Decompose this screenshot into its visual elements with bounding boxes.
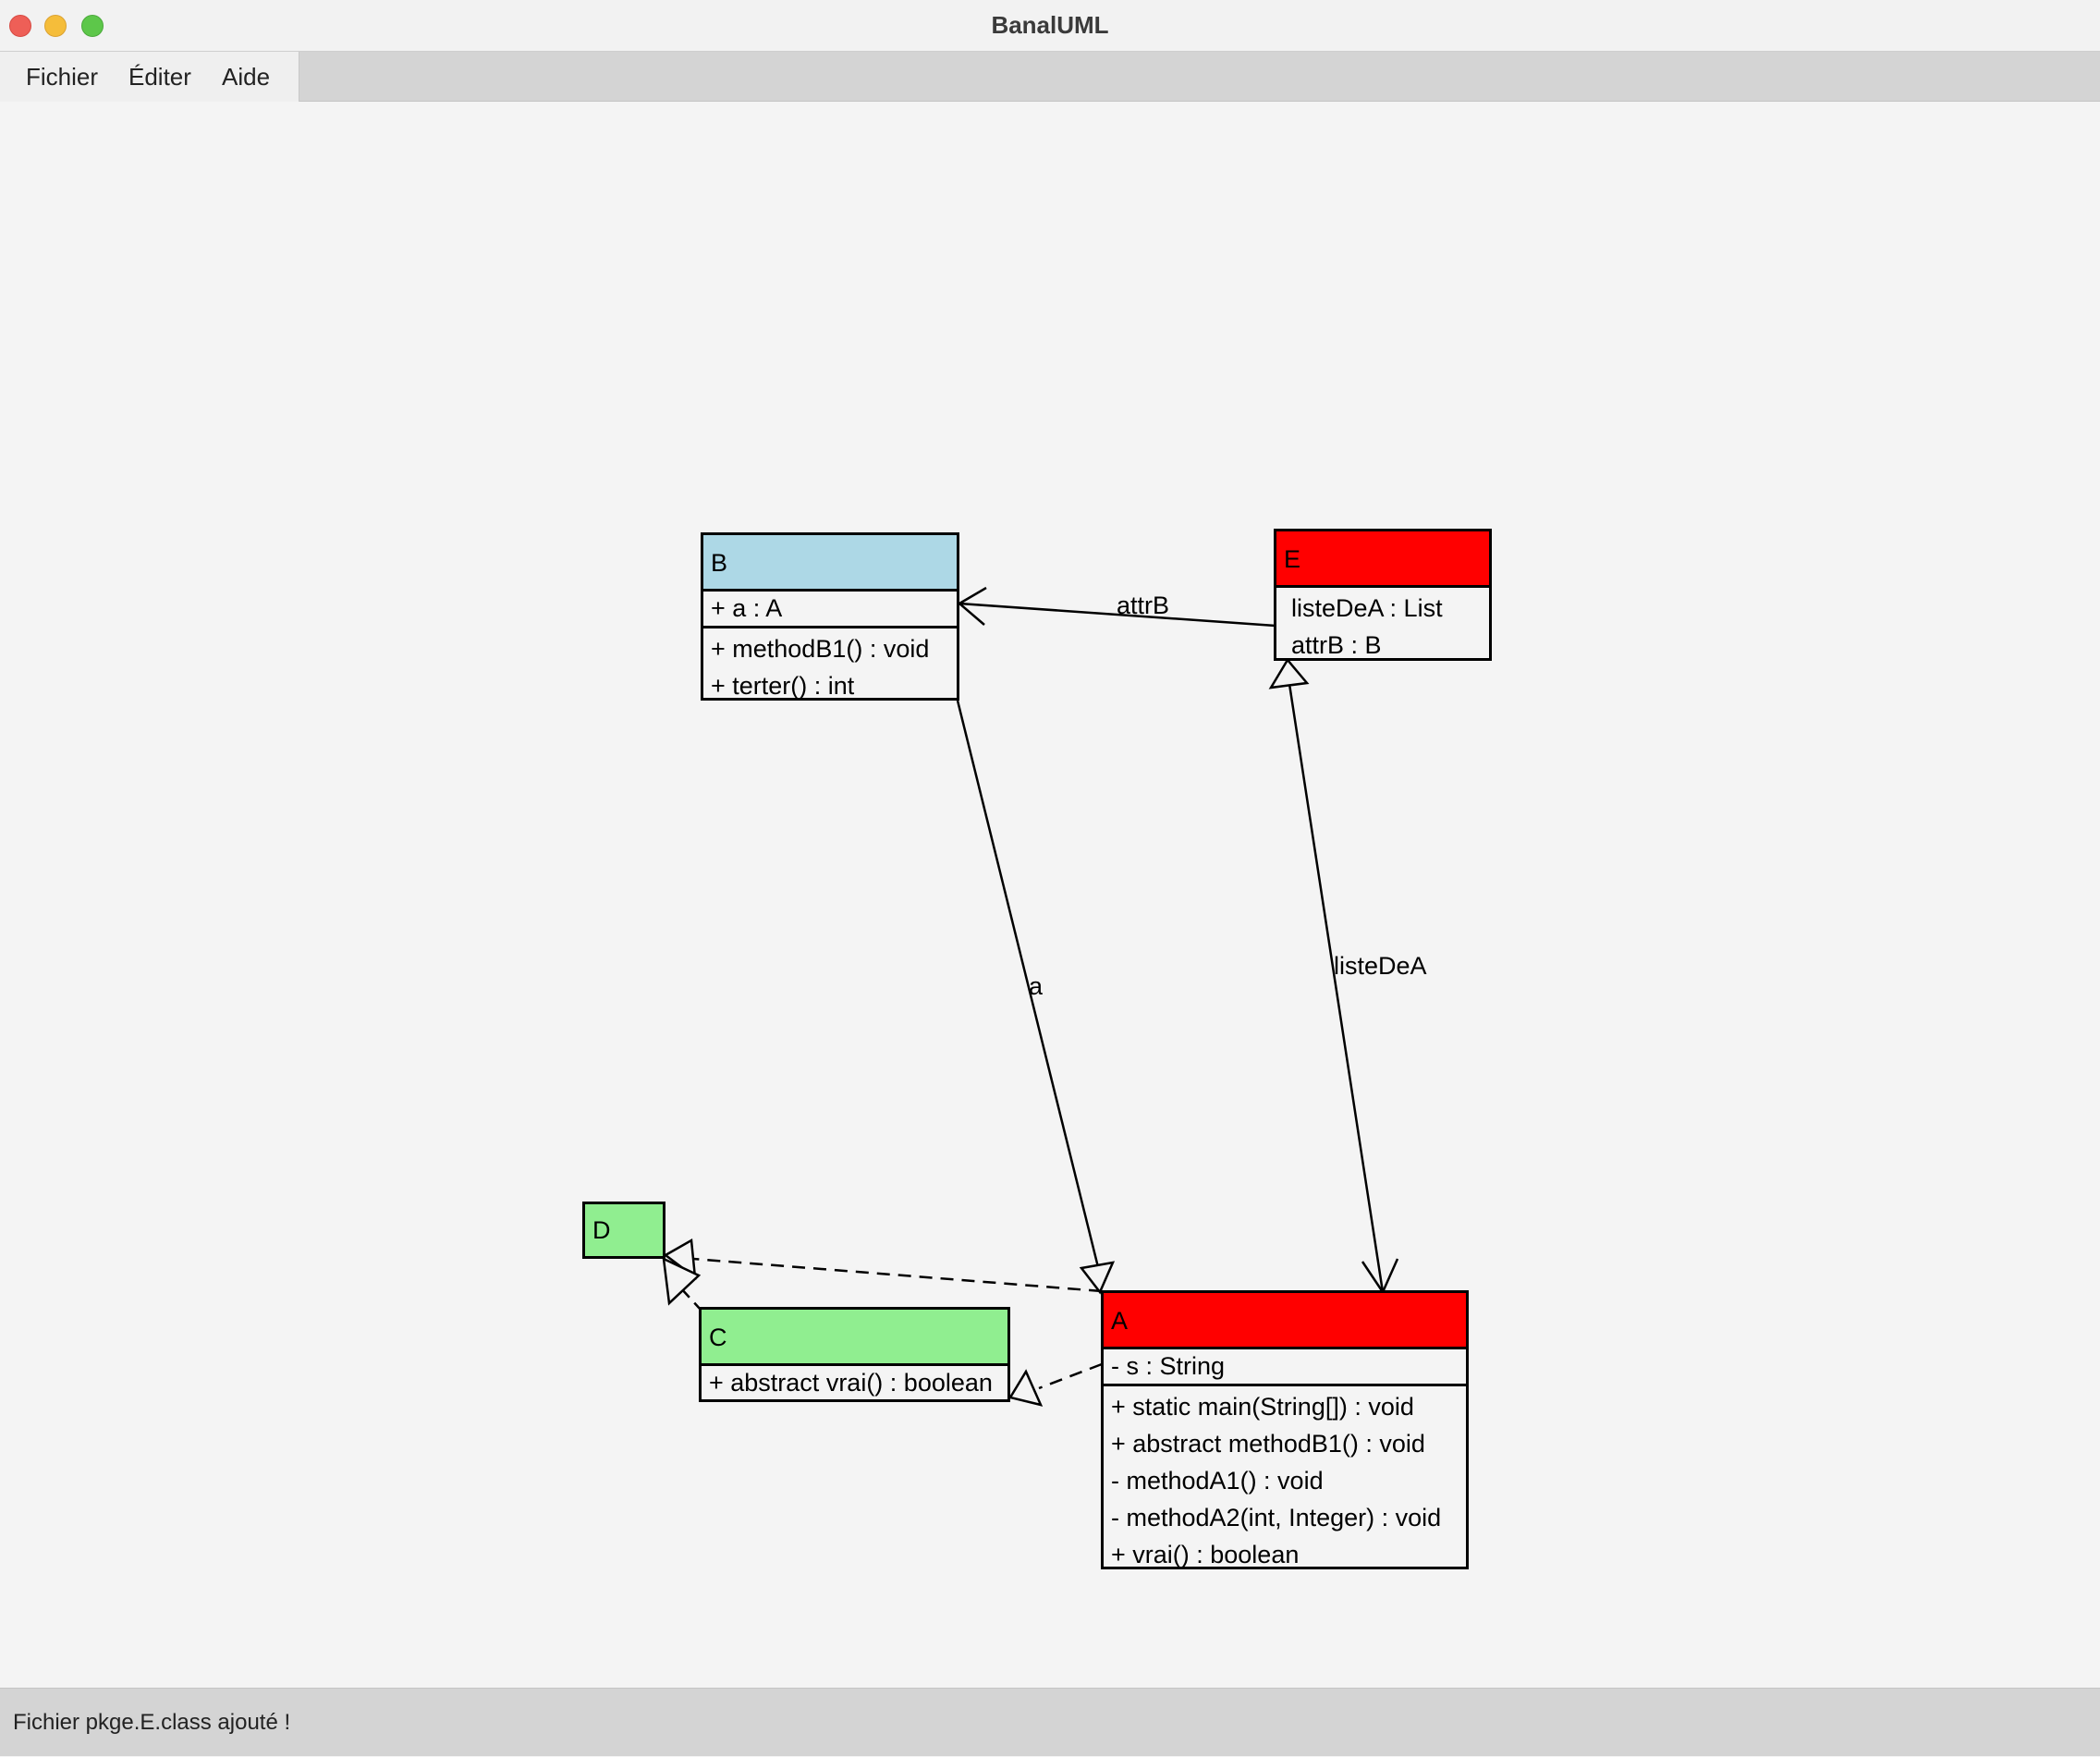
menu-fichier[interactable]: Fichier [26, 63, 99, 91]
class-a-method: - methodA2(int, Integer) : void [1111, 1504, 1442, 1531]
close-icon[interactable] [9, 15, 31, 37]
class-b-method: + methodB1() : void [711, 635, 930, 663]
class-b-attribute: + a : A [711, 594, 783, 622]
class-a-method: - methodA1() : void [1111, 1467, 1324, 1495]
class-b[interactable]: B + a : A + methodB1() : void + terter()… [701, 532, 959, 701]
menu-aide[interactable]: Aide [222, 63, 271, 91]
relation-b-to-a[interactable] [956, 700, 1116, 1295]
relation-a-to-d[interactable] [663, 1238, 1103, 1293]
menu-bar: Fichier Éditer Aide [0, 52, 2100, 102]
class-e[interactable]: E listeDeA : List attrB : B [1274, 529, 1492, 661]
minimize-icon[interactable] [44, 15, 67, 37]
class-a-header: A [1104, 1293, 1466, 1349]
relation-e-to-b[interactable] [957, 586, 1276, 628]
relation-label-listedea: listeDeA [1334, 952, 1427, 980]
maximize-icon[interactable] [81, 15, 104, 37]
relation-c-to-d[interactable] [662, 1256, 702, 1311]
title-bar: BanalUML [0, 0, 2100, 52]
class-b-header: B [703, 535, 957, 592]
relation-label-attrb: attrB [1117, 592, 1170, 619]
class-c-method: + abstract vrai() : boolean [709, 1369, 993, 1397]
class-a-attribute: - s : String [1111, 1352, 1226, 1380]
class-c-methods: + abstract vrai() : boolean [702, 1366, 1007, 1399]
class-e-header: E [1276, 531, 1489, 588]
class-a-method: + vrai() : boolean [1111, 1541, 1300, 1568]
class-b-attributes: + a : A [703, 592, 957, 628]
class-e-attribute: attrB : B [1291, 631, 1382, 659]
class-e-attributes: listeDeA : List attrB : B [1276, 588, 1489, 664]
class-a-method: + abstract methodB1() : void [1111, 1430, 1425, 1458]
relations-layer [662, 586, 1399, 1407]
menu-group: Fichier Éditer Aide [0, 52, 299, 102]
class-e-attribute: listeDeA : List [1291, 594, 1443, 622]
class-c-header: C [702, 1310, 1007, 1366]
class-a-attributes: - s : String [1104, 1349, 1466, 1386]
class-c[interactable]: C + abstract vrai() : boolean [699, 1307, 1010, 1402]
class-b-methods: + methodB1() : void + terter() : int [703, 628, 957, 704]
menu-editer[interactable]: Éditer [128, 63, 191, 91]
class-d[interactable]: D [582, 1202, 665, 1259]
status-bar: Fichier pkge.E.class ajouté ! [0, 1688, 2100, 1756]
diagram-canvas[interactable] [0, 102, 2100, 1688]
relation-label-a: a [1029, 972, 1044, 1000]
class-a-method: + static main(String[]) : void [1111, 1393, 1414, 1421]
relation-a-to-c[interactable] [1008, 1362, 1103, 1407]
class-b-method: + terter() : int [711, 672, 855, 700]
class-a-methods: + static main(String[]) : void + abstrac… [1104, 1386, 1466, 1573]
class-d-header: D [585, 1204, 663, 1256]
window-title: BanalUML [991, 11, 1109, 39]
class-a[interactable]: A - s : String + static main(String[]) :… [1101, 1290, 1469, 1569]
status-message: Fichier pkge.E.class ajouté ! [13, 1710, 291, 1735]
